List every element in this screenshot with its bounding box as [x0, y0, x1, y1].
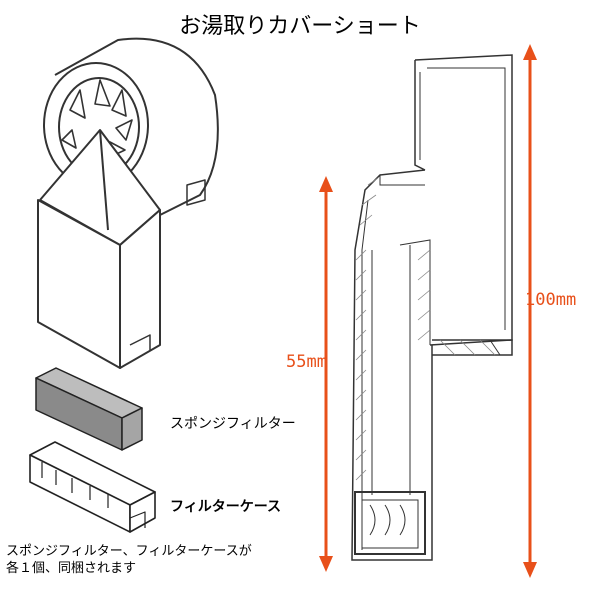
bundle-note-line1: スポンジフィルター、フィルターケースが	[6, 544, 252, 559]
drum-spokes	[61, 79, 133, 159]
dimension-label-short: 55mm	[286, 352, 327, 372]
filter-case-illustration	[29, 441, 156, 533]
dimension-lines	[319, 44, 537, 578]
dim-100-arrow-top	[523, 44, 537, 60]
section-hatching	[355, 177, 496, 481]
cross-section	[351, 54, 513, 561]
dim-55-arrow-bottom	[319, 556, 333, 572]
dim-55-arrow-top	[319, 176, 333, 192]
filter-case-label: フィルターケース	[170, 499, 282, 515]
sponge-filter-label: スポンジフィルター	[170, 416, 296, 432]
sponge-filter-illustration	[35, 367, 143, 451]
dim-100-arrow-bottom	[523, 562, 537, 578]
box-side	[119, 209, 161, 369]
bundle-note: スポンジフィルター、フィルターケースが 各１個、同梱されます	[6, 543, 252, 577]
dimension-label-tall: 100mm	[525, 290, 577, 310]
bundle-note-line2: 各１個、同梱されます	[6, 561, 137, 576]
page-title: お湯取りカバーショート	[179, 14, 421, 39]
